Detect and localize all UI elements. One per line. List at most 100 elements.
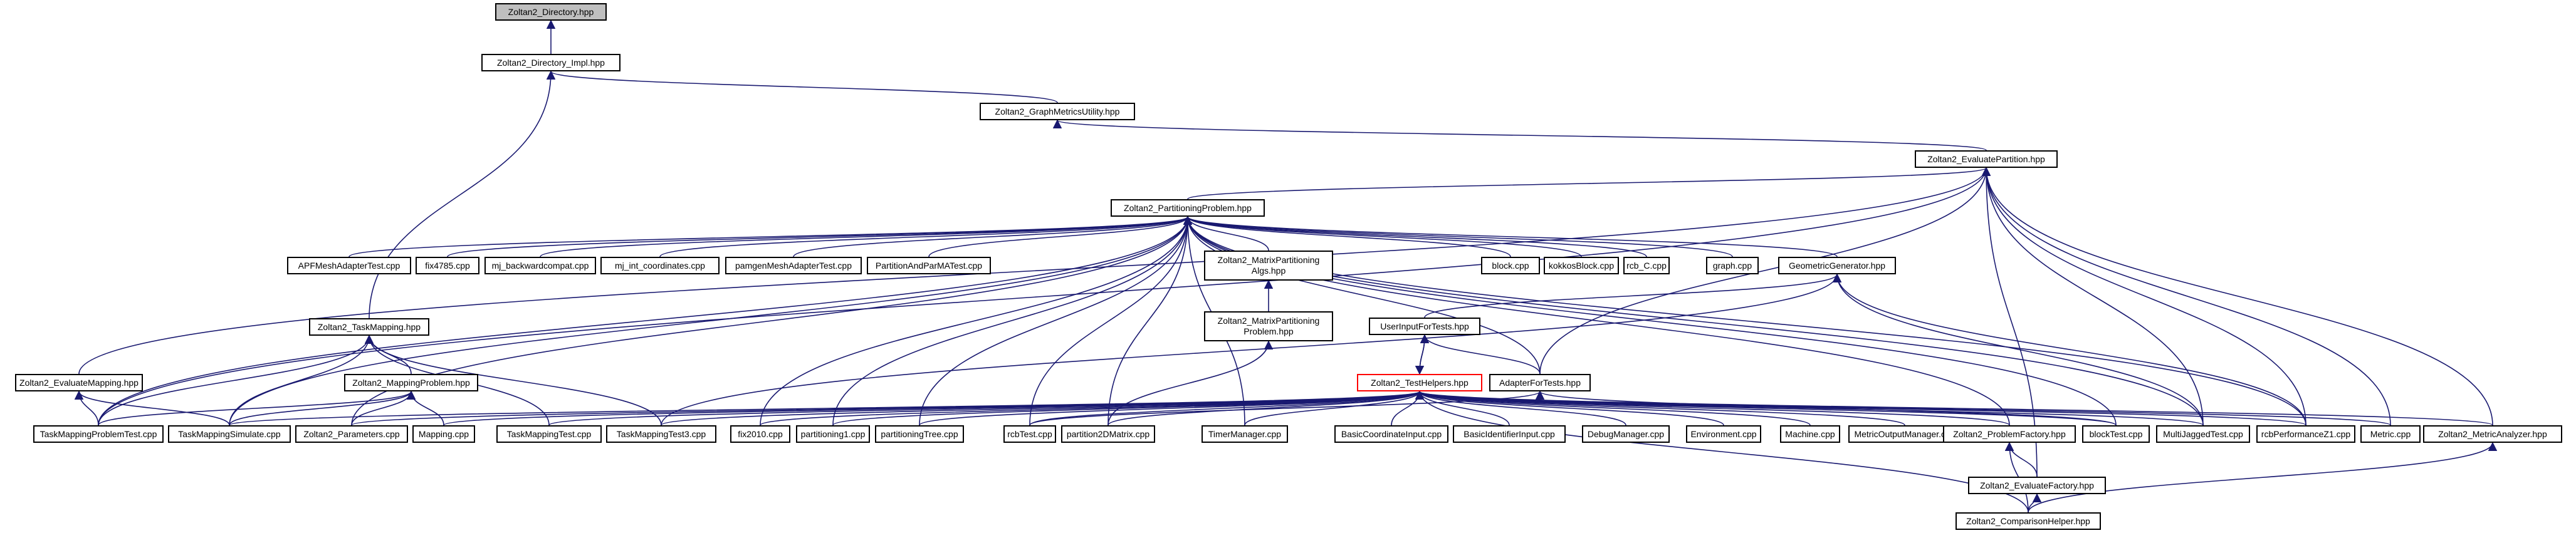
edge-task-mapping-simulate-to-mapping-problem	[229, 390, 416, 426]
edge-multi-jagged-test-to-eval-partition	[1981, 167, 2204, 426]
node-label: mj_backwardcompat.cpp	[491, 260, 589, 271]
edge-metric-analyzer-to-test-helpers	[1415, 390, 2493, 426]
node-label: partitioningTree.cpp	[881, 428, 958, 439]
node-rcb-test[interactable]: rcbTest.cpp	[1003, 425, 1056, 443]
node-label: Zoltan2_MetricAnalyzer.hpp	[2438, 428, 2547, 439]
node-label: Zoltan2_EvaluateFactory.hpp	[1980, 480, 2094, 490]
node-label: rcbPerformanceZ1.cpp	[2261, 428, 2351, 439]
edge-rcb-test-to-test-helpers	[1029, 390, 1424, 426]
node-test-helpers[interactable]: Zoltan2_TestHelpers.hpp	[1357, 374, 1482, 391]
node-user-input-for-tests[interactable]: UserInputForTests.hpp	[1369, 318, 1480, 335]
node-eval-partition[interactable]: Zoltan2_EvaluatePartition.hpp	[1915, 150, 2058, 168]
node-graph-cpp[interactable]: graph.cpp	[1706, 257, 1759, 274]
node-label: TaskMappingProblemTest.cpp	[39, 428, 157, 439]
node-mapping-problem[interactable]: Zoltan2_MappingProblem.hpp	[344, 374, 478, 391]
node-block[interactable]: block.cpp	[1481, 257, 1540, 274]
node-task-mapping-problem-test[interactable]: TaskMappingProblemTest.cpp	[33, 425, 164, 443]
edge-mj-backwardcompat-to-partitioning-problem	[540, 215, 1192, 257]
edge-metric-analyzer-to-eval-partition	[1981, 167, 2493, 426]
node-mapping-cpp[interactable]: Mapping.cpp	[412, 425, 475, 443]
node-directory-impl[interactable]: Zoltan2_Directory_Impl.hpp	[481, 54, 620, 71]
edge-parameters-to-partitioning-problem	[351, 215, 1193, 426]
node-label: MultiJaggedTest.cpp	[2163, 428, 2243, 439]
edge-task-mapping-problem-test-to-mapping-problem	[98, 390, 416, 426]
edge-debug-manager-to-test-helpers	[1415, 390, 1626, 426]
node-task-mapping-simulate[interactable]: TaskMappingSimulate.cpp	[168, 425, 291, 443]
node-geometric-generator[interactable]: GeometricGenerator.hpp	[1778, 257, 1896, 274]
node-rcb-c[interactable]: rcb_C.cpp	[1623, 257, 1670, 274]
node-partitioning1[interactable]: partitioning1.cpp	[796, 425, 870, 443]
node-evaluate-factory[interactable]: Zoltan2_EvaluateFactory.hpp	[1968, 477, 2106, 494]
node-metric-analyzer[interactable]: Zoltan2_MetricAnalyzer.hpp	[2423, 425, 2562, 443]
edge-adapter-for-tests-to-partitioning-problem	[1183, 215, 1541, 375]
node-label: Zoltan2_MatrixPartitioning	[1217, 255, 1320, 265]
node-task-mapping-test3[interactable]: TaskMappingTest3.cpp	[606, 425, 716, 443]
node-mj-int-coordinates[interactable]: mj_int_coordinates.cpp	[600, 257, 720, 274]
node-pamgen-mesh-adapter-test[interactable]: pamgenMeshAdapterTest.cpp	[725, 257, 862, 274]
edge-partitioning1-to-test-helpers	[832, 390, 1424, 426]
node-evaluate-mapping[interactable]: Zoltan2_EvaluateMapping.hpp	[15, 374, 143, 391]
edge-evaluate-mapping-to-eval-partition	[78, 167, 1991, 375]
node-block-test[interactable]: blockTest.cpp	[2082, 425, 2150, 443]
node-label: fix2010.cpp	[738, 428, 783, 439]
node-label: Zoltan2_Directory.hpp	[508, 6, 594, 17]
node-mj-backwardcompat[interactable]: mj_backwardcompat.cpp	[484, 257, 596, 274]
node-metric-cpp[interactable]: Metric.cpp	[2360, 425, 2421, 443]
node-label: Zoltan2_TestHelpers.hpp	[1371, 377, 1469, 388]
node-problem-factory[interactable]: Zoltan2_ProblemFactory.hpp	[1943, 425, 2076, 443]
node-graph-metrics[interactable]: Zoltan2_GraphMetricsUtility.hpp	[980, 103, 1135, 120]
edge-partition-and-parma-test-to-partitioning-problem	[928, 215, 1193, 257]
node-label: rcb_C.cpp	[1626, 260, 1667, 271]
node-debug-manager[interactable]: DebugManager.cpp	[1582, 425, 1670, 443]
node-fix4785[interactable]: fix4785.cpp	[416, 257, 479, 274]
node-label: Zoltan2_EvaluatePartition.hpp	[1927, 153, 2045, 164]
edge-partition-2d-matrix-to-partitioning-problem	[1107, 215, 1193, 426]
node-label: mj_int_coordinates.cpp	[615, 260, 705, 271]
node-environment[interactable]: Environment.cpp	[1686, 425, 1761, 443]
edge-rcb-performance-z1-to-geometric-generator	[1832, 273, 2306, 426]
edge-eval-partition-to-graph-metrics	[1053, 119, 1987, 151]
node-adapter-for-tests[interactable]: AdapterForTests.hpp	[1489, 374, 1591, 391]
edge-task-mapping-problem-test-to-eval-partition	[98, 167, 1991, 426]
node-multi-jagged-test[interactable]: MultiJaggedTest.cpp	[2156, 425, 2250, 443]
node-label: fix4785.cpp	[425, 260, 470, 271]
node-label: DebugManager.cpp	[1587, 428, 1665, 439]
node-machine[interactable]: Machine.cpp	[1780, 425, 1840, 443]
node-label: UserInputForTests.hpp	[1380, 321, 1469, 331]
node-metric-output-manager[interactable]: MetricOutputManager.cpp	[1848, 425, 1961, 443]
edge-task-mapping-test3-to-task-mapping	[364, 334, 662, 426]
node-task-mapping-test[interactable]: TaskMappingTest.cpp	[496, 425, 602, 443]
node-partition-and-parma-test[interactable]: PartitionAndParMATest.cpp	[867, 257, 991, 274]
edge-kokkos-block-to-partitioning-problem	[1183, 215, 1582, 257]
edge-geometric-generator-to-partitioning-problem	[1183, 215, 1838, 257]
node-apf-mesh-adapter-test[interactable]: APFMeshAdapterTest.cpp	[287, 257, 411, 274]
node-parameters[interactable]: Zoltan2_Parameters.cpp	[295, 425, 408, 443]
edge-fix2010-to-partitioning-problem	[760, 215, 1193, 426]
node-label: TimerManager.cpp	[1208, 428, 1282, 439]
node-basic-identifier-input[interactable]: BasicIdentifierInput.cpp	[1453, 425, 1566, 443]
edge-rcb-test-to-partitioning-problem	[1029, 215, 1193, 426]
node-kokkos-block[interactable]: kokkosBlock.cpp	[1544, 257, 1619, 274]
node-label: Zoltan2_ProblemFactory.hpp	[1953, 428, 2066, 439]
edge-adapter-for-tests-to-eval-partition	[1539, 167, 1991, 375]
edge-evaluate-factory-to-eval-partition	[1981, 167, 2038, 477]
node-label: blockTest.cpp	[2089, 428, 2143, 439]
node-task-mapping[interactable]: Zoltan2_TaskMapping.hpp	[309, 318, 429, 336]
node-fix2010[interactable]: fix2010.cpp	[730, 425, 790, 443]
node-rcb-performance-z1[interactable]: rcbPerformanceZ1.cpp	[2256, 425, 2355, 443]
node-basic-coordinate-input[interactable]: BasicCoordinateInput.cpp	[1334, 425, 1448, 443]
node-label: Zoltan2_TaskMapping.hpp	[317, 321, 421, 332]
node-partitioning-problem[interactable]: Zoltan2_PartitioningProblem.hpp	[1111, 199, 1265, 217]
node-timer-manager[interactable]: TimerManager.cpp	[1202, 425, 1288, 443]
node-label: pamgenMeshAdapterTest.cpp	[735, 260, 852, 271]
node-label: TaskMappingSimulate.cpp	[178, 428, 281, 439]
node-label: Environment.cpp	[1690, 428, 1757, 439]
node-partition-2d-matrix[interactable]: partition2DMatrix.cpp	[1061, 425, 1155, 443]
node-comparison-helper[interactable]: Zoltan2_ComparisonHelper.hpp	[1956, 512, 2101, 530]
edge-rcb-c-to-partitioning-problem	[1183, 215, 1647, 257]
edge-machine-to-test-helpers	[1415, 390, 1811, 426]
node-partitioning-tree[interactable]: partitioningTree.cpp	[875, 425, 964, 443]
edge-task-mapping-test3-to-test-helpers	[661, 390, 1424, 426]
